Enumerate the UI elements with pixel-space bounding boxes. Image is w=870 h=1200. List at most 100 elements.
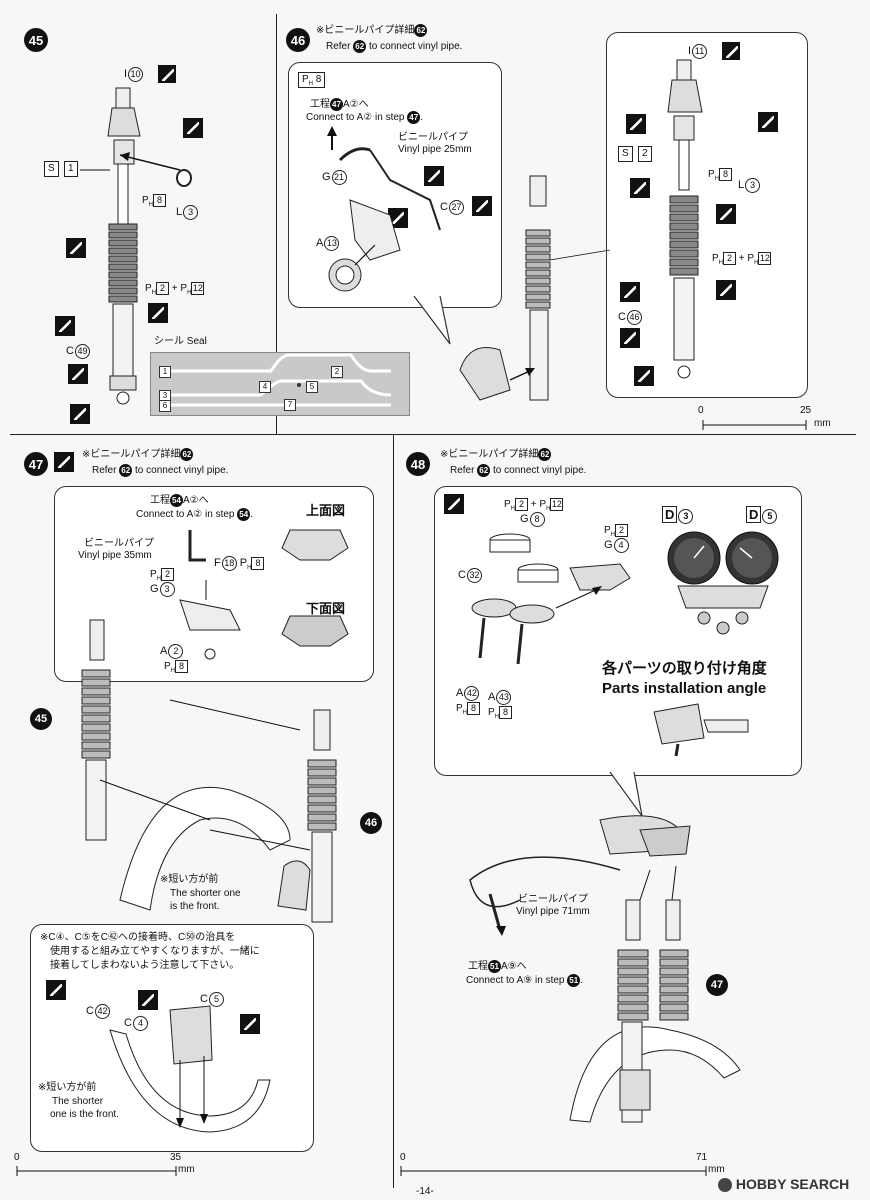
- scale-bar-71mm: [400, 1166, 707, 1176]
- seal-badge-s1: S: [44, 161, 59, 177]
- seal-title: シール Seal: [154, 336, 207, 347]
- part-letter: C: [124, 1017, 132, 1029]
- seal-badge-s2-number: 2: [638, 146, 652, 162]
- vinyl-pipe-label-jp: ビニールパイプ: [398, 132, 468, 143]
- cement-icon: [424, 166, 444, 186]
- meter-cups-drawing: [471, 533, 631, 665]
- part-letter: C: [66, 345, 74, 357]
- step-number-46: 46: [286, 28, 310, 52]
- cement-icon: [634, 366, 654, 386]
- part-letter: A: [316, 237, 324, 249]
- step-number-47: 47: [24, 452, 48, 476]
- ref-step: 51: [567, 974, 581, 987]
- step-ref: 47: [706, 974, 728, 996]
- seal-number-1: 1: [159, 366, 171, 378]
- part-number: 4: [613, 538, 629, 553]
- part-number: 8: [175, 660, 189, 673]
- glue-icon: [158, 65, 176, 83]
- part-number: 8: [467, 702, 481, 715]
- part-number: 8: [315, 74, 322, 85]
- panel-step-45: [10, 14, 277, 435]
- ref-step: 47: [407, 111, 421, 124]
- watermark-text: HOBBY SEARCH: [735, 1176, 850, 1192]
- seal-number-5: 5: [306, 381, 318, 393]
- ref-step: 62: [119, 464, 133, 477]
- scale-unit: mm: [814, 418, 831, 429]
- part-number: 42: [464, 686, 480, 701]
- paint-icon: [620, 328, 640, 348]
- caution-note-line-1: ※C④、C⑤をC㊷への接着時、C㊿の治具を: [40, 932, 236, 943]
- fork-fender-assembly-drawing: [81, 619, 337, 923]
- detail-bubble-brake: [288, 62, 502, 308]
- shorter-front-note-jp: ※短い方が前: [160, 874, 219, 885]
- part-letter: L: [738, 179, 745, 191]
- part-number: 2: [615, 524, 629, 537]
- seal-number-6: 6: [159, 400, 171, 412]
- part-number: 2: [168, 644, 184, 659]
- seal-letter: S: [48, 163, 55, 174]
- scale-bar-35mm: [16, 1166, 177, 1176]
- cement-icon: [138, 990, 158, 1010]
- part-number: 49: [74, 344, 90, 359]
- part-number: 5: [762, 509, 778, 524]
- step-number-48: 48: [406, 452, 430, 476]
- brake-caliper-drawing: [327, 126, 441, 292]
- detail-bubble-bracket: [54, 486, 374, 682]
- vinyl-pipe-label-en: Vinyl pipe 71mm: [516, 906, 590, 917]
- ref-step-46: 46: [360, 812, 382, 834]
- part-number: 3: [159, 582, 175, 597]
- top-view-label: 上面図: [306, 503, 346, 518]
- part-number: 3: [183, 205, 199, 220]
- part-number: 8: [499, 706, 513, 719]
- ref-step-47: 47: [706, 974, 728, 996]
- part-letter: I: [124, 68, 128, 80]
- part-letter: I: [688, 45, 692, 57]
- goto-step-en: Connect to A② in step 54.: [136, 508, 254, 521]
- part-number: 8: [153, 194, 167, 207]
- note-text: to connect vinyl pipe.: [369, 41, 463, 52]
- step-number-45: 45: [24, 28, 48, 52]
- cement-icon: [183, 118, 203, 138]
- part-number: 8: [251, 557, 265, 570]
- note-text: Refer: [92, 465, 117, 476]
- cement-icon: [66, 238, 86, 258]
- scale-label-max: 25: [800, 405, 812, 416]
- seal-badge-s1-number: 1: [64, 161, 78, 177]
- paint-icon: [444, 494, 464, 514]
- note-text: Refer: [450, 465, 475, 476]
- scale-label-0: 0: [400, 1152, 406, 1163]
- cement-icon: [620, 282, 640, 302]
- goto-step-en: Connect to A② in step 47.: [306, 111, 424, 124]
- vinyl-pipe-label-en: Vinyl pipe 25mm: [398, 144, 472, 155]
- vinyl-pipe-label-jp: ビニールパイプ: [84, 538, 154, 549]
- part-letter: C: [458, 569, 466, 581]
- part-letter: G: [322, 171, 331, 183]
- part-number: 8: [529, 512, 545, 527]
- paint-icon: [472, 196, 492, 216]
- seal-number-2: 2: [331, 366, 343, 378]
- ref-step: 62: [180, 448, 194, 461]
- note-text: Refer: [326, 41, 351, 52]
- goto-step-en: Connect to A⑨ in step 51.: [466, 974, 584, 987]
- cement-icon: [55, 316, 75, 336]
- part-number: 4: [132, 1016, 148, 1031]
- part-number: 2: [156, 282, 170, 295]
- shorter-front-note-en-1: The shorter one: [170, 888, 241, 899]
- ref-step: 51: [488, 960, 501, 973]
- note-text: A②へ: [183, 495, 209, 506]
